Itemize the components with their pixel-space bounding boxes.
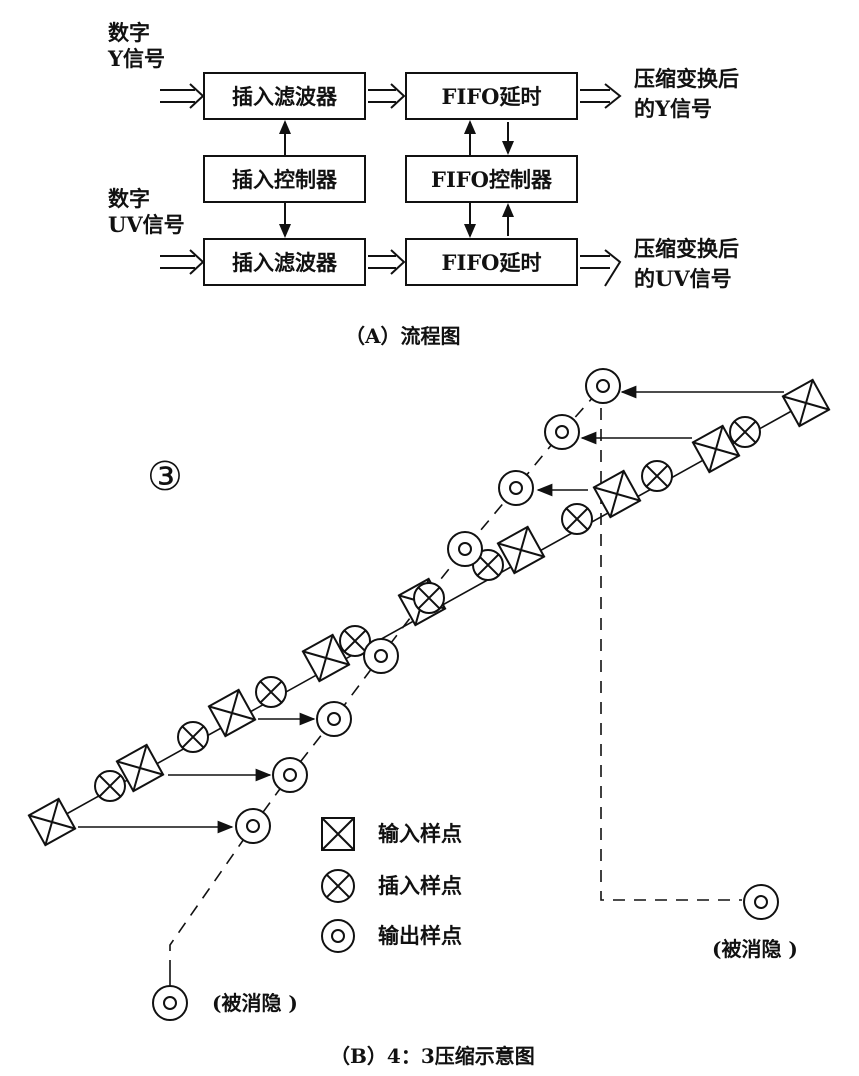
- output-y-line1: 压缩变换后: [634, 66, 739, 91]
- insert-filter-y-box: 插入滤波器: [203, 72, 366, 120]
- input-uv-label: 数字 UV信号: [108, 186, 185, 238]
- caption-a: （A）流程图: [345, 324, 461, 348]
- blanked-label-left: (被消隐 ): [212, 991, 298, 1015]
- legend-input-label: 输入样点: [378, 821, 462, 846]
- output-sample-blank-right: [743, 884, 779, 920]
- input-uv-line1: 数字: [108, 186, 150, 211]
- input-sample-6: [496, 525, 546, 575]
- interp-sample-2: [177, 721, 209, 753]
- flow-arrows: [160, 83, 622, 287]
- arrow-out-uv: [580, 249, 622, 287]
- output-sample-8: [585, 368, 621, 404]
- blanked-label-right: (被消隐 ): [712, 937, 798, 961]
- interp-sample-1: [94, 770, 126, 802]
- output-uv-label: 压缩变换后 的UV信号: [634, 234, 739, 294]
- arrow-out-y: [580, 83, 622, 109]
- output-y-line2: 的Y信号: [634, 96, 712, 121]
- output-uv-line1: 压缩变换后: [634, 236, 739, 261]
- fifo-delay-uv-box: FIFO延时: [405, 238, 578, 286]
- input-sample-3: [207, 688, 257, 738]
- step-marker: ③: [147, 454, 183, 500]
- input-y-label: 数字 Y信号: [108, 20, 165, 72]
- arrow-filter-fifo-y: [368, 83, 406, 109]
- legend-interpolated-icon: [321, 869, 355, 903]
- input-uv-line2: UV信号: [108, 212, 185, 237]
- input-sample-9: [781, 378, 831, 428]
- input-sample-1: [27, 797, 77, 847]
- legend-symbols: [321, 817, 355, 953]
- input-sample-8: [691, 424, 741, 474]
- interp-sample-4: [339, 625, 371, 657]
- mapping-arrows: [78, 385, 784, 834]
- output-sample-4: [363, 638, 399, 674]
- arrow-in-y: [160, 83, 205, 109]
- fifo-controller-box: FIFO控制器: [405, 155, 578, 203]
- right-blank-path: [600, 408, 742, 901]
- input-sample-2: [115, 743, 165, 793]
- output-sample-3: [316, 701, 352, 737]
- control-arrows: [279, 120, 514, 238]
- interp-sample-5: [413, 582, 445, 614]
- output-y-label: 压缩变换后 的Y信号: [634, 64, 739, 124]
- input-sample-4: [301, 633, 351, 683]
- arrow-in-uv: [160, 249, 205, 275]
- legend-output-icon: [321, 919, 355, 953]
- interpolated-samples: [94, 416, 761, 802]
- insert-controller-box: 插入控制器: [203, 155, 366, 203]
- legend-output-label: 输出样点: [378, 923, 462, 948]
- legend-interpolated-label: 插入样点: [378, 873, 462, 898]
- input-y-line1: 数字: [108, 20, 150, 45]
- output-sample-6: [498, 470, 534, 506]
- input-sample-7: [592, 469, 642, 519]
- input-y-line2: Y信号: [108, 46, 165, 71]
- output-sample-7: [544, 414, 580, 450]
- fifo-delay-y-box: FIFO延时: [405, 72, 578, 120]
- interp-sample-3: [255, 676, 287, 708]
- output-sample-2: [272, 757, 308, 793]
- legend-input-icon: [321, 817, 355, 851]
- output-sample-1: [235, 808, 271, 844]
- output-sample-blank-left: [152, 985, 188, 1021]
- input-samples: [27, 378, 831, 847]
- caption-b: （B）4：3压缩示意图: [330, 1044, 535, 1068]
- insert-filter-uv-box: 插入滤波器: [203, 238, 366, 286]
- output-uv-line2: 的UV信号: [634, 266, 732, 291]
- output-samples: [152, 368, 779, 1021]
- interp-sample-7: [561, 503, 593, 535]
- arrow-filter-fifo-uv: [368, 249, 406, 275]
- interp-sample-8: [641, 460, 673, 492]
- interp-sample-9: [729, 416, 761, 448]
- output-sample-5: [447, 531, 483, 567]
